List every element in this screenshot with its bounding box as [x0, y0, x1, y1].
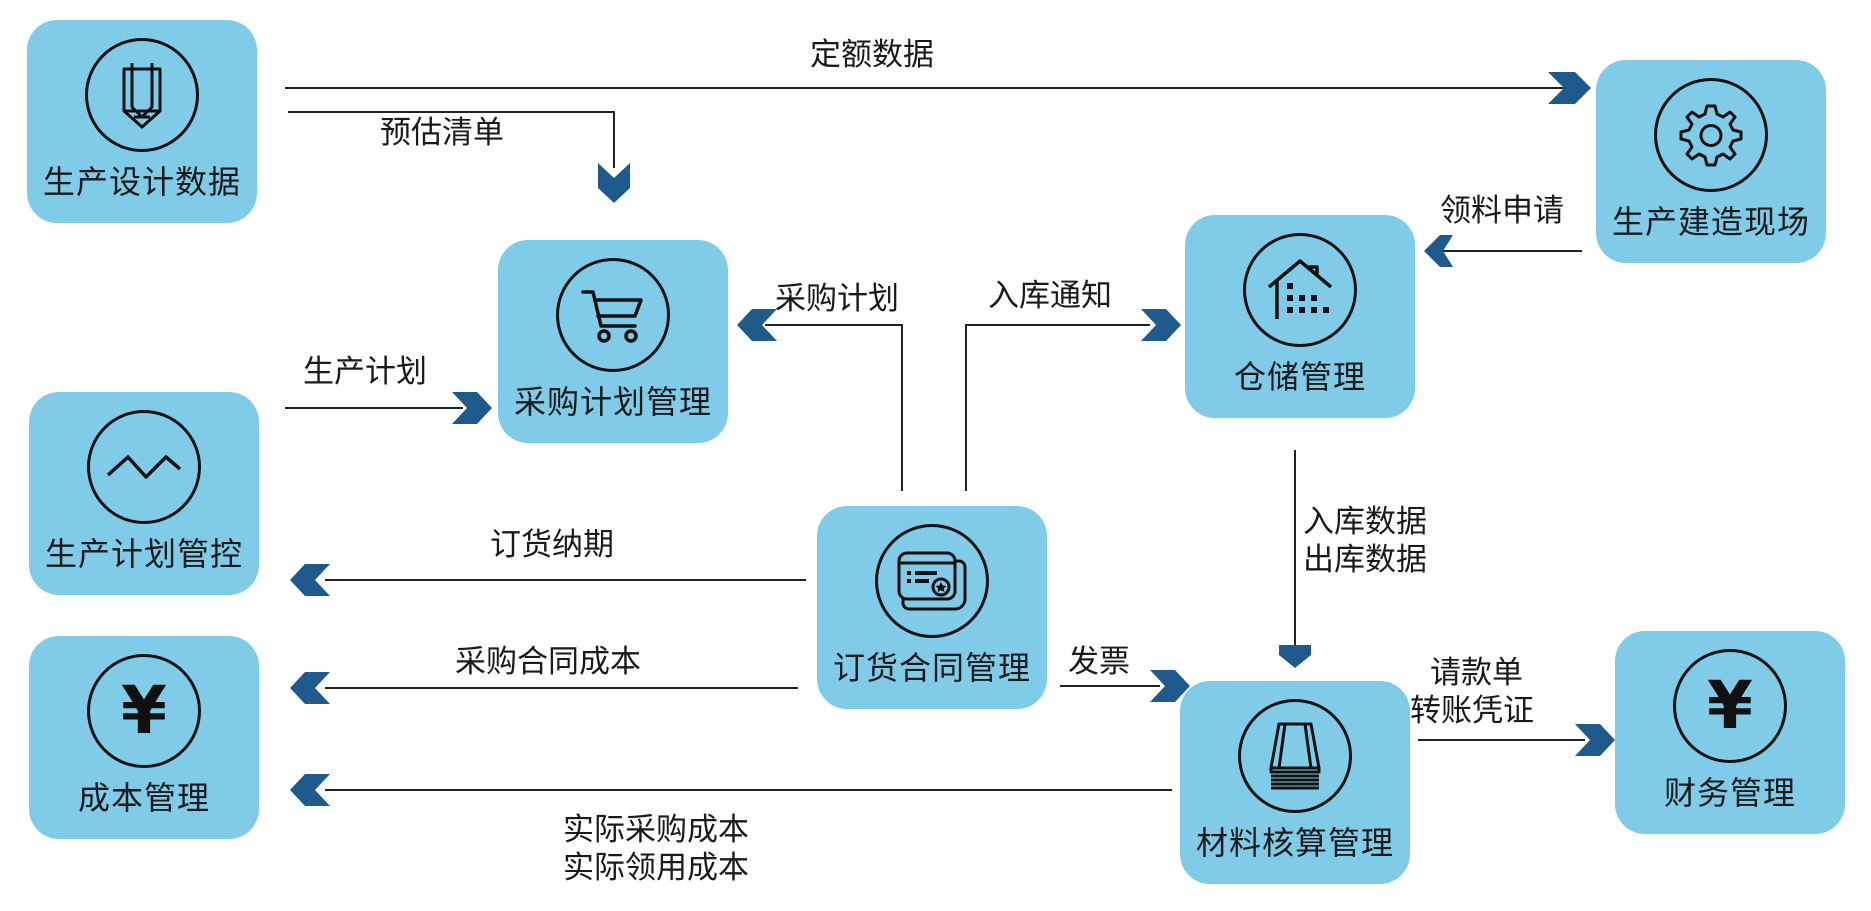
arrow-head-payment: [1575, 724, 1615, 756]
node-label: 财务管理: [1663, 774, 1796, 812]
pencil-icon-circle: [85, 38, 199, 152]
edge-line-purchase-plan: [765, 324, 903, 491]
arrow-head-purchase-plan: [737, 309, 777, 341]
edge-line-inbound-notice: [965, 324, 1150, 491]
edge-line-estimate-list: [288, 111, 615, 168]
edge-label-invoice: 发票: [1068, 644, 1130, 680]
zigzag-icon-circle: [87, 410, 201, 524]
arrow-head-in-out-data: [1279, 645, 1311, 668]
yen-icon: ¥: [1707, 667, 1753, 744]
node-cost: ¥ 成本管理: [29, 636, 259, 839]
warehouse-icon-circle: [1243, 233, 1357, 347]
node-label: 订货合同管理: [832, 649, 1031, 687]
node-purchase-plan: 采购计划管理: [498, 240, 728, 443]
arrow-head-material-request: [1424, 235, 1453, 267]
node-label: 生产建造现场: [1611, 203, 1810, 241]
edge-label-actual-usage-cost: 实际领用成本: [563, 850, 749, 886]
node-label: 成本管理: [77, 779, 210, 817]
stack-icon: [1269, 722, 1321, 790]
node-finance: ¥ 财务管理: [1615, 631, 1845, 834]
edge-label-production-plan: 生产计划: [303, 354, 427, 390]
node-label: 采购计划管理: [513, 383, 712, 421]
edge-label-quota-data: 定额数据: [810, 37, 934, 73]
pencil-icon: [122, 63, 162, 129]
arrow-head-inbound-notice: [1141, 309, 1181, 341]
zigzag-icon: [106, 455, 182, 479]
shopping-cart-icon-circle: [556, 258, 670, 372]
edge-label-estimate-list: 预估清单: [380, 115, 504, 151]
edge-label-payment-request: 请款单: [1430, 655, 1523, 691]
node-construction-site: 生产建造现场: [1596, 60, 1826, 263]
arrow-head-contract-cost: [290, 672, 330, 704]
shopping-cart-icon: [581, 290, 643, 343]
gear-icon-circle: [1654, 78, 1768, 192]
node-warehouse: 仓储管理: [1185, 215, 1415, 418]
yen-icon-circle: ¥: [1673, 649, 1787, 763]
arrow-head-quota-data: [1548, 72, 1591, 104]
arrow-head-estimate-list: [598, 163, 630, 203]
node-label: 材料核算管理: [1195, 824, 1394, 862]
warehouse-icon: [1267, 259, 1333, 319]
edge-label-delivery-date: 订货纳期: [490, 527, 614, 563]
node-label: 仓储管理: [1233, 358, 1366, 396]
node-order-contract: 订货合同管理: [817, 506, 1047, 709]
stack-icon-circle: [1238, 699, 1352, 813]
edge-label-inbound-notice: 入库通知: [988, 278, 1112, 314]
node-design-data: 生产设计数据: [27, 20, 257, 223]
edge-label-contract-cost: 采购合同成本: [455, 644, 641, 680]
node-production-plan: 生产计划管控: [29, 392, 259, 595]
node-label: 生产计划管控: [44, 535, 243, 573]
node-material-accounting: 材料核算管理: [1180, 681, 1410, 884]
yen-icon-circle: ¥: [87, 654, 201, 768]
edge-label-actual-purchase-cost: 实际采购成本: [563, 812, 749, 848]
contract-card-icon-circle: [875, 524, 989, 638]
edge-label-in-data: 入库数据: [1303, 504, 1427, 540]
edge-label-material-request: 领料申请: [1440, 193, 1564, 229]
edge-label-transfer-voucher: 转账凭证: [1410, 693, 1534, 729]
arrow-head-actual-cost: [290, 774, 330, 806]
node-label: 生产设计数据: [42, 163, 241, 201]
contract-card-icon: [897, 551, 967, 611]
edge-label-purchase-plan: 采购计划: [775, 281, 899, 317]
arrow-head-delivery-date: [290, 564, 330, 596]
gear-icon: [1679, 104, 1743, 167]
edge-label-out-data: 出库数据: [1303, 542, 1427, 578]
yen-icon: ¥: [121, 672, 167, 749]
arrow-head-invoice: [1150, 670, 1190, 702]
arrow-head-production-plan: [452, 392, 492, 424]
